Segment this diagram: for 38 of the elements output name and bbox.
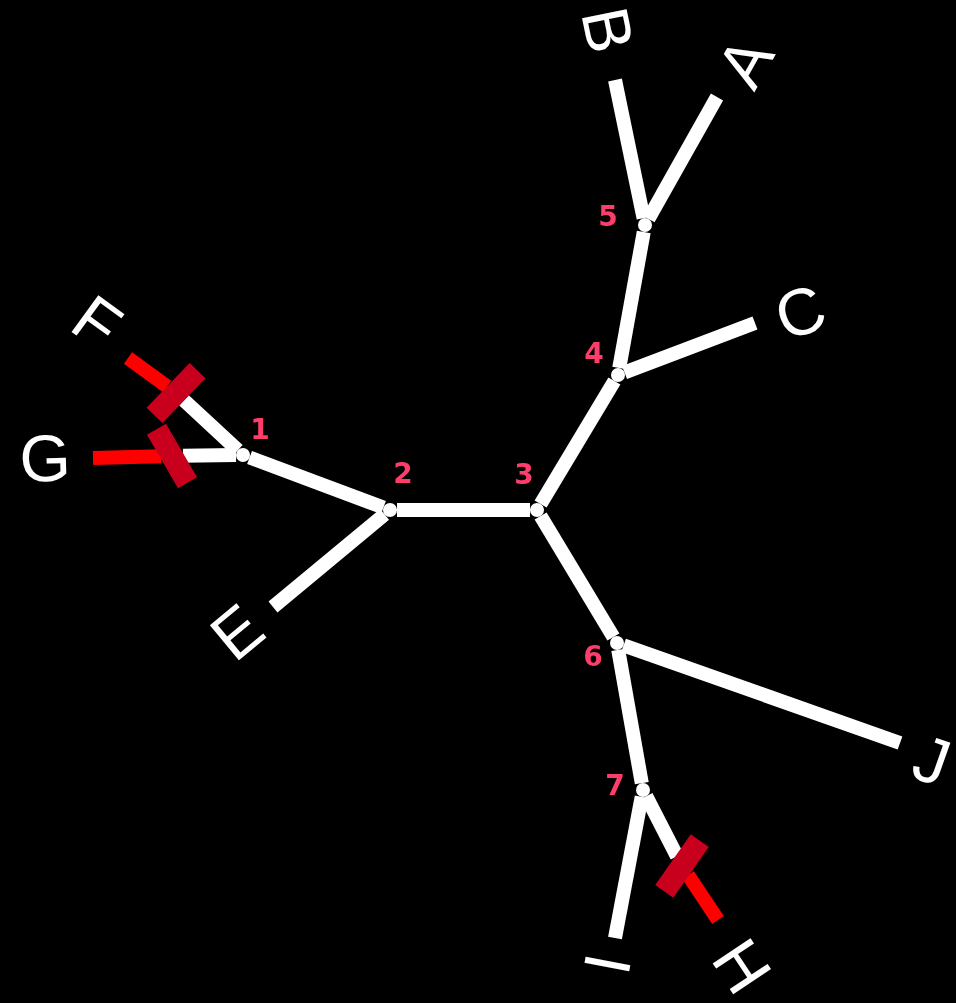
node-number: 4 [584, 340, 604, 368]
tree-branch [608, 795, 649, 940]
leaf-label: F [61, 283, 133, 361]
leaf-label: G [18, 424, 72, 492]
tree-branch [682, 871, 724, 924]
leaf-label: H [701, 927, 783, 1003]
leaf-label: I [572, 948, 642, 980]
branch-junction [636, 783, 650, 797]
node-number: 7 [605, 772, 625, 800]
node-number: 1 [250, 416, 270, 444]
tree-branch [621, 638, 903, 750]
branch-junction [610, 636, 624, 650]
tree-branch [534, 512, 620, 641]
tree-branch [534, 377, 621, 508]
leaf-label: B [571, 1, 645, 59]
tree-branch [247, 450, 386, 515]
tree-branch [611, 648, 649, 785]
branch-junction [611, 368, 625, 382]
tree-branch [268, 509, 390, 613]
leaf-label: A [705, 26, 785, 98]
node-number: 2 [393, 460, 413, 488]
tree-branch [123, 352, 172, 393]
node-number: 5 [598, 203, 618, 231]
tree-branch [182, 448, 237, 463]
tree-branch [622, 316, 758, 380]
tree-branch [612, 230, 651, 370]
node-number: 6 [583, 643, 603, 671]
branch-junction [383, 503, 397, 517]
leaf-label: J [905, 723, 956, 797]
tree-branch [397, 503, 530, 517]
branch-junction [530, 503, 544, 517]
branch-junction [236, 448, 250, 462]
branch-junction [638, 218, 652, 232]
tree-branch [608, 78, 651, 220]
tree-branch [92, 449, 162, 465]
leaf-label: E [199, 592, 275, 672]
leaf-label: C [766, 272, 834, 352]
node-number: 3 [514, 461, 534, 489]
